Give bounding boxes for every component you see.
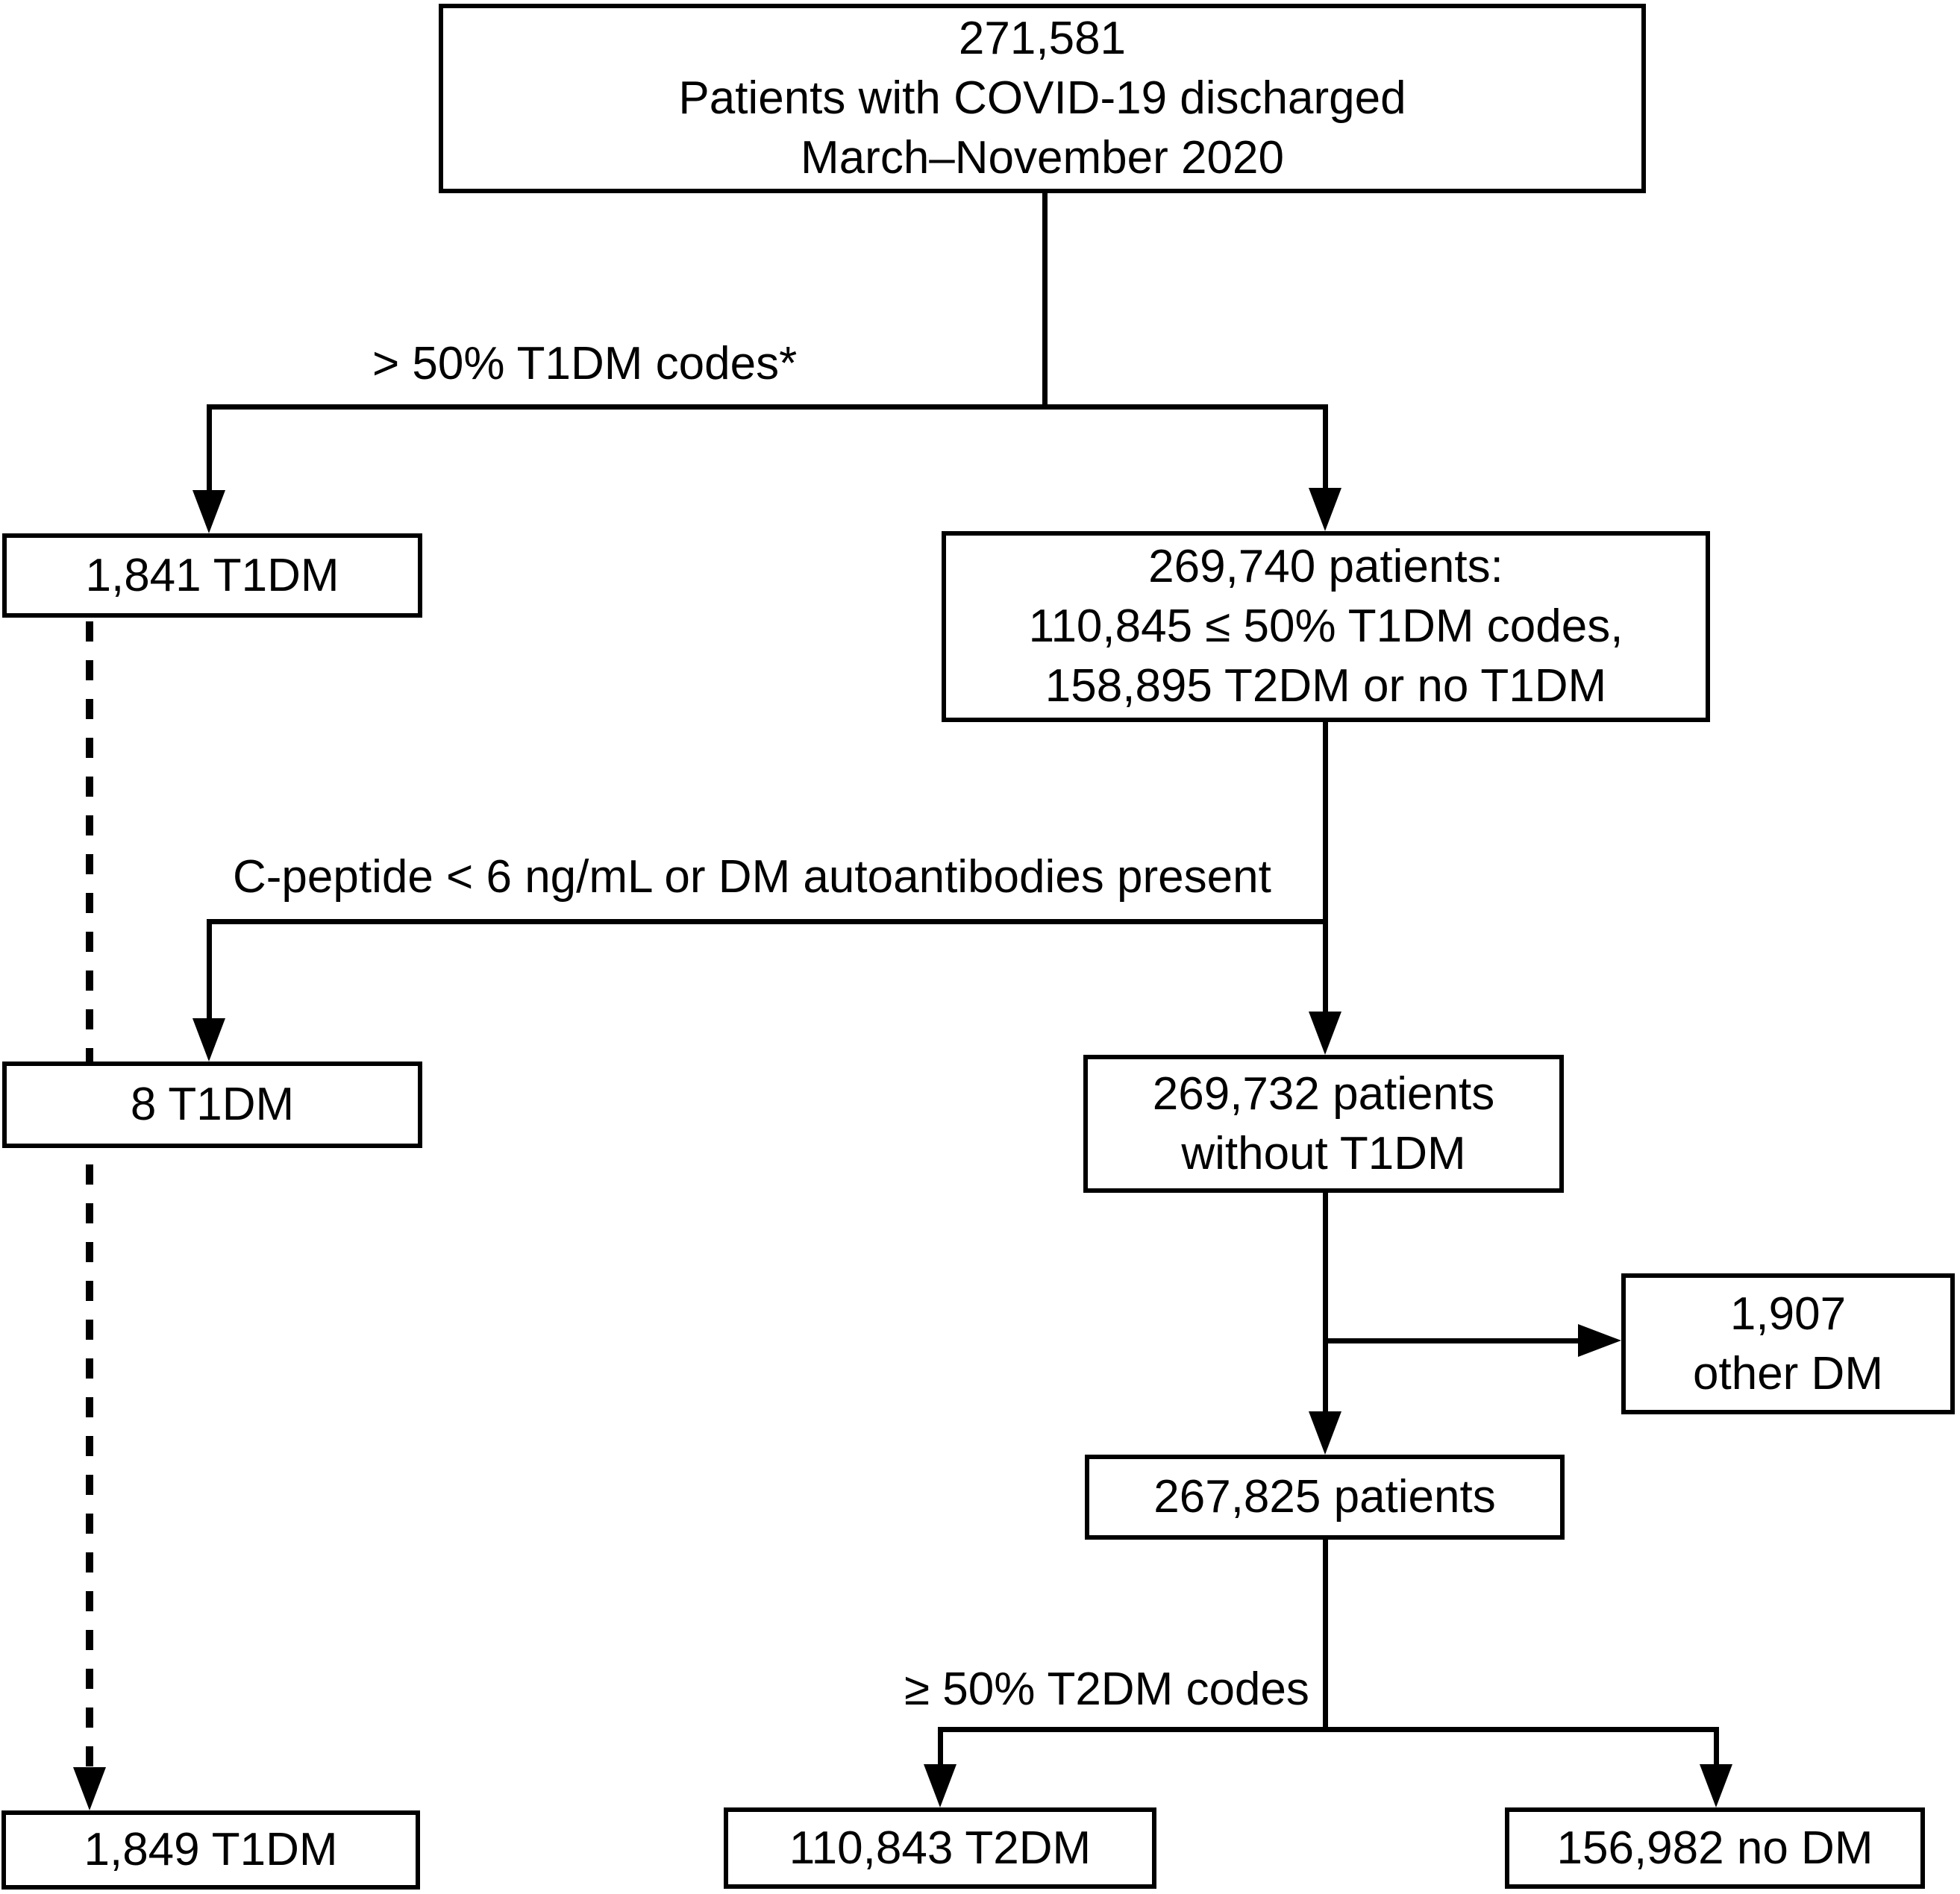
node-other-dm: 1,907 other DM bbox=[1621, 1273, 1955, 1414]
arrowhead-down-icon bbox=[1309, 1012, 1341, 1055]
arrowhead-down-icon bbox=[192, 490, 225, 533]
node-t1dm-by-labs-label: 8 T1DM bbox=[130, 1079, 295, 1130]
arrowhead-down-icon bbox=[1309, 1411, 1341, 1455]
node-cohort: 271,581 Patients with COVID-19 discharge… bbox=[439, 4, 1646, 193]
node-other-dm-count: 1,907 bbox=[1729, 1288, 1847, 1340]
connector-split1-horizontal bbox=[207, 404, 1328, 410]
node-remaining-patients: 267,825 patients bbox=[1085, 1455, 1565, 1540]
connector-split2-right-down bbox=[1323, 919, 1328, 1015]
arrowhead-down-icon bbox=[192, 1018, 225, 1062]
node-not-t1dm-detail1: 110,845 ≤ 50% T1DM codes, bbox=[1028, 601, 1624, 652]
edge-label-cpeptide-split: C-peptide < 6 ng/mL or DM autoantibodies… bbox=[233, 851, 1271, 903]
node-without-t1dm-desc: without T1DM bbox=[1181, 1127, 1466, 1179]
node-t2dm-total-label: 110,843 T2DM bbox=[789, 1822, 1092, 1874]
node-t1dm-by-labs: 8 T1DM bbox=[2, 1062, 422, 1148]
arrowhead-down-icon bbox=[1700, 1764, 1732, 1807]
connector-split3-horizontal bbox=[938, 1727, 1719, 1732]
node-not-t1dm-by-codes: 269,740 patients: 110,845 ≤ 50% T1DM cod… bbox=[942, 531, 1710, 722]
arrowhead-down-dashed-icon bbox=[73, 1767, 106, 1810]
node-cohort-count: 271,581 bbox=[958, 13, 1127, 64]
connector-split3-right-down bbox=[1714, 1727, 1719, 1768]
connector-to-split2 bbox=[1323, 718, 1328, 924]
node-not-t1dm-detail2: 158,895 T2DM or no T1DM bbox=[1045, 660, 1607, 712]
node-t1dm-by-codes-label: 1,841 T1DM bbox=[85, 549, 339, 601]
connector-t1dm-dashed bbox=[86, 621, 93, 1767]
connector-split1-left-down bbox=[207, 404, 212, 494]
node-t2dm-total: 110,843 T2DM bbox=[724, 1807, 1156, 1889]
connector-split2-horizontal bbox=[207, 919, 1328, 924]
node-cohort-dates: March–November 2020 bbox=[801, 132, 1284, 184]
node-no-dm-total-label: 156,982 no DM bbox=[1556, 1822, 1873, 1874]
node-t1dm-total: 1,849 T1DM bbox=[1, 1810, 420, 1890]
connector-cohort-down bbox=[1042, 190, 1048, 410]
edge-label-t2dm-split: ≥ 50% T2DM codes bbox=[904, 1663, 1309, 1715]
node-without-t1dm-count: 269,732 patients bbox=[1152, 1067, 1495, 1120]
node-t1dm-total-label: 1,849 T1DM bbox=[84, 1824, 338, 1875]
connector-to-split3 bbox=[1323, 1535, 1328, 1732]
connector-split2-left-down bbox=[207, 919, 212, 1022]
node-t1dm-by-codes: 1,841 T1DM bbox=[2, 533, 422, 618]
node-remaining-patients-label: 267,825 patients bbox=[1153, 1471, 1496, 1523]
node-other-dm-desc: other DM bbox=[1693, 1347, 1883, 1399]
node-cohort-desc: Patients with COVID-19 discharged bbox=[678, 72, 1406, 124]
arrowhead-down-icon bbox=[924, 1764, 956, 1807]
node-no-dm-total: 156,982 no DM bbox=[1505, 1807, 1925, 1889]
connector-without-t1dm-down bbox=[1323, 1188, 1328, 1415]
arrowhead-right-icon bbox=[1578, 1324, 1621, 1357]
connector-other-dm-branch bbox=[1325, 1338, 1582, 1343]
arrowhead-down-icon bbox=[1309, 488, 1341, 531]
node-not-t1dm-count: 269,740 patients: bbox=[1148, 541, 1503, 592]
connector-split1-right-down bbox=[1323, 404, 1328, 492]
node-without-t1dm: 269,732 patients without T1DM bbox=[1083, 1055, 1564, 1193]
edge-label-t1dm-split: > 50% T1DM codes* bbox=[372, 338, 798, 389]
connector-split3-left-down bbox=[938, 1727, 943, 1768]
